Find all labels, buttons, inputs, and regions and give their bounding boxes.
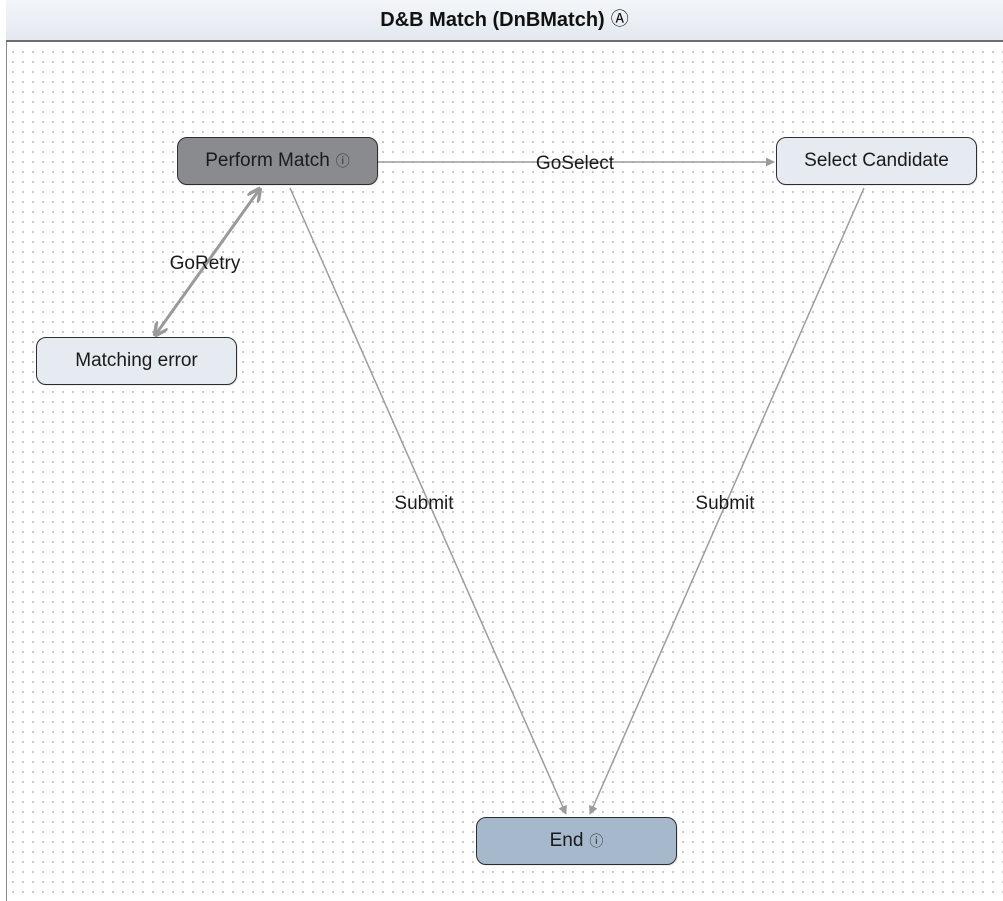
edge-label-goretry: GoRetry <box>170 253 241 274</box>
edge-goretry[interactable]: GoRetry <box>156 190 259 334</box>
info-icon: ⓘ <box>589 834 604 850</box>
circled-a-icon: Ⓐ <box>610 9 629 30</box>
edge-submit-from-select[interactable]: Submit <box>589 187 865 815</box>
edge-goselect[interactable]: GoSelect <box>378 153 775 174</box>
diagram-title-bar: D&B Match (DnBMatch) Ⓐ <box>6 0 1003 42</box>
edge-label-submit-perform: Submit <box>394 493 454 514</box>
edge-submit-from-perform[interactable]: Submit <box>289 187 567 815</box>
diagram-title: D&B Match (DnBMatch) <box>380 8 605 31</box>
editor-frame <box>6 0 1003 901</box>
node-label-end: End <box>549 830 584 851</box>
edge-label-submit-select: Submit <box>695 493 755 514</box>
node-select-candidate[interactable]: Select Candidate <box>776 137 977 185</box>
info-icon: ⓘ <box>335 154 350 170</box>
node-label-select-candidate: Select Candidate <box>804 150 949 171</box>
node-perform-match[interactable]: Perform Match ⓘ <box>177 137 378 185</box>
edge-label-goselect: GoSelect <box>536 153 615 174</box>
node-matching-error[interactable]: Matching error <box>36 337 237 385</box>
node-label-perform-match: Perform Match <box>205 150 330 171</box>
node-label-matching-error: Matching error <box>75 350 198 371</box>
node-end[interactable]: End ⓘ <box>476 817 677 865</box>
